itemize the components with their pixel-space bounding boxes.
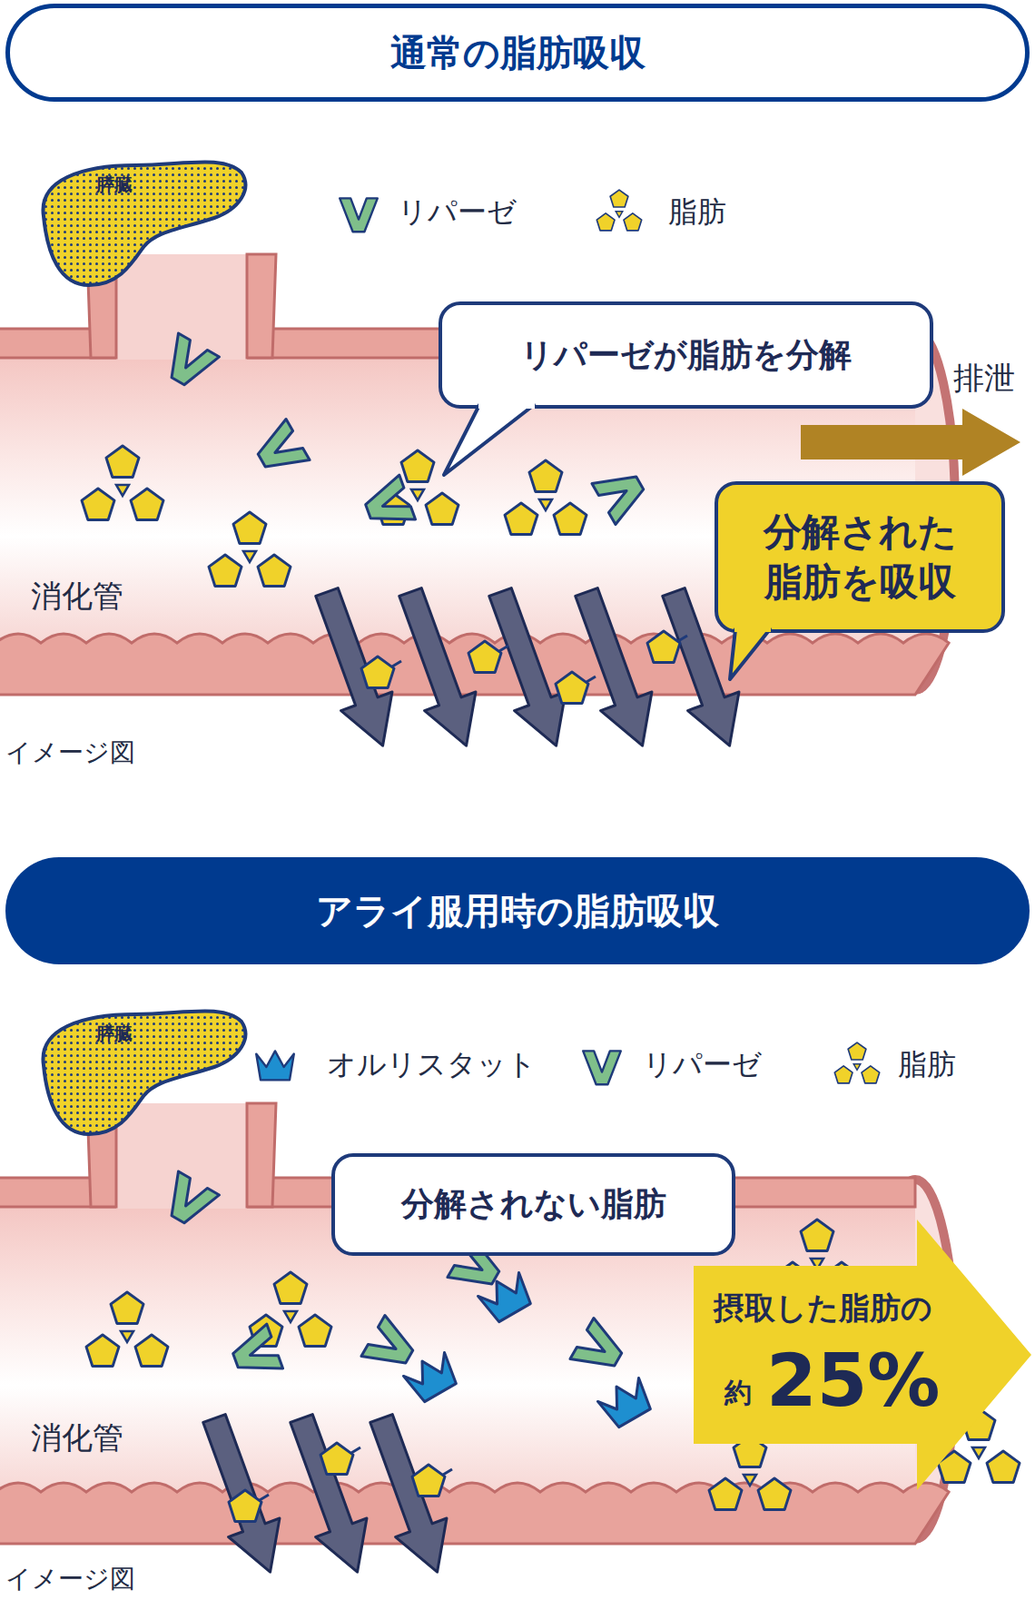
node-text: 約 [724, 1379, 752, 1407]
bubble-tail [443, 404, 534, 475]
node-text: 分解された 脂肪を吸収 [743, 507, 976, 607]
image-note: イメージ図 [5, 739, 136, 768]
excretion-arrow [800, 408, 1021, 476]
percentage: 25% [766, 1344, 940, 1418]
legend-text: リパーゼ [397, 196, 517, 228]
node-text: 摂取した脂肪の [713, 1291, 933, 1323]
absorbed-fat [361, 630, 688, 703]
title-band: アライ服用時の脂肪吸収 [5, 857, 1030, 965]
node-text: 膵臓 [96, 172, 133, 198]
legend-text: リパーゼ [642, 1048, 762, 1081]
pancreas: 膵臓 [36, 1001, 250, 1140]
speech-bubble: リパーゼが脂肪を分解 [438, 301, 934, 409]
node-text: リパーゼが脂肪を分解 [520, 333, 852, 378]
organ-label: 消化管 [30, 579, 124, 613]
pancreas-shape [36, 1001, 250, 1140]
legend-text: 脂肪 [668, 196, 727, 228]
legend-text: オルリスタット [326, 1048, 537, 1081]
organ-label: 消化管 [30, 1420, 124, 1455]
callout-box: 分解された 脂肪を吸収 [714, 481, 1006, 633]
legend-text: 脂肪 [897, 1048, 957, 1081]
node-text: 膵臓 [96, 1021, 133, 1046]
pancreas: 膵臓 [36, 152, 250, 291]
excretion-label: 排泄 [953, 361, 1016, 395]
result-arrow: 摂取した脂肪の約 25% [693, 1219, 1032, 1490]
node-text: 通常の脂肪吸収 [390, 28, 646, 79]
title-pill: 通常の脂肪吸収 [5, 3, 1030, 102]
speech-bubble: 分解されない脂肪 [331, 1153, 736, 1256]
node-text: 分解されない脂肪 [401, 1182, 667, 1227]
pancreas-shape [36, 152, 250, 291]
absorbed-fat [228, 1442, 453, 1521]
node-text: アライ服用時の脂肪吸収 [315, 886, 720, 937]
bubble-tail [729, 629, 770, 680]
image-note: イメージ図 [5, 1565, 136, 1594]
absorption-arrows [301, 582, 756, 756]
absorption-arrows [188, 1409, 464, 1582]
